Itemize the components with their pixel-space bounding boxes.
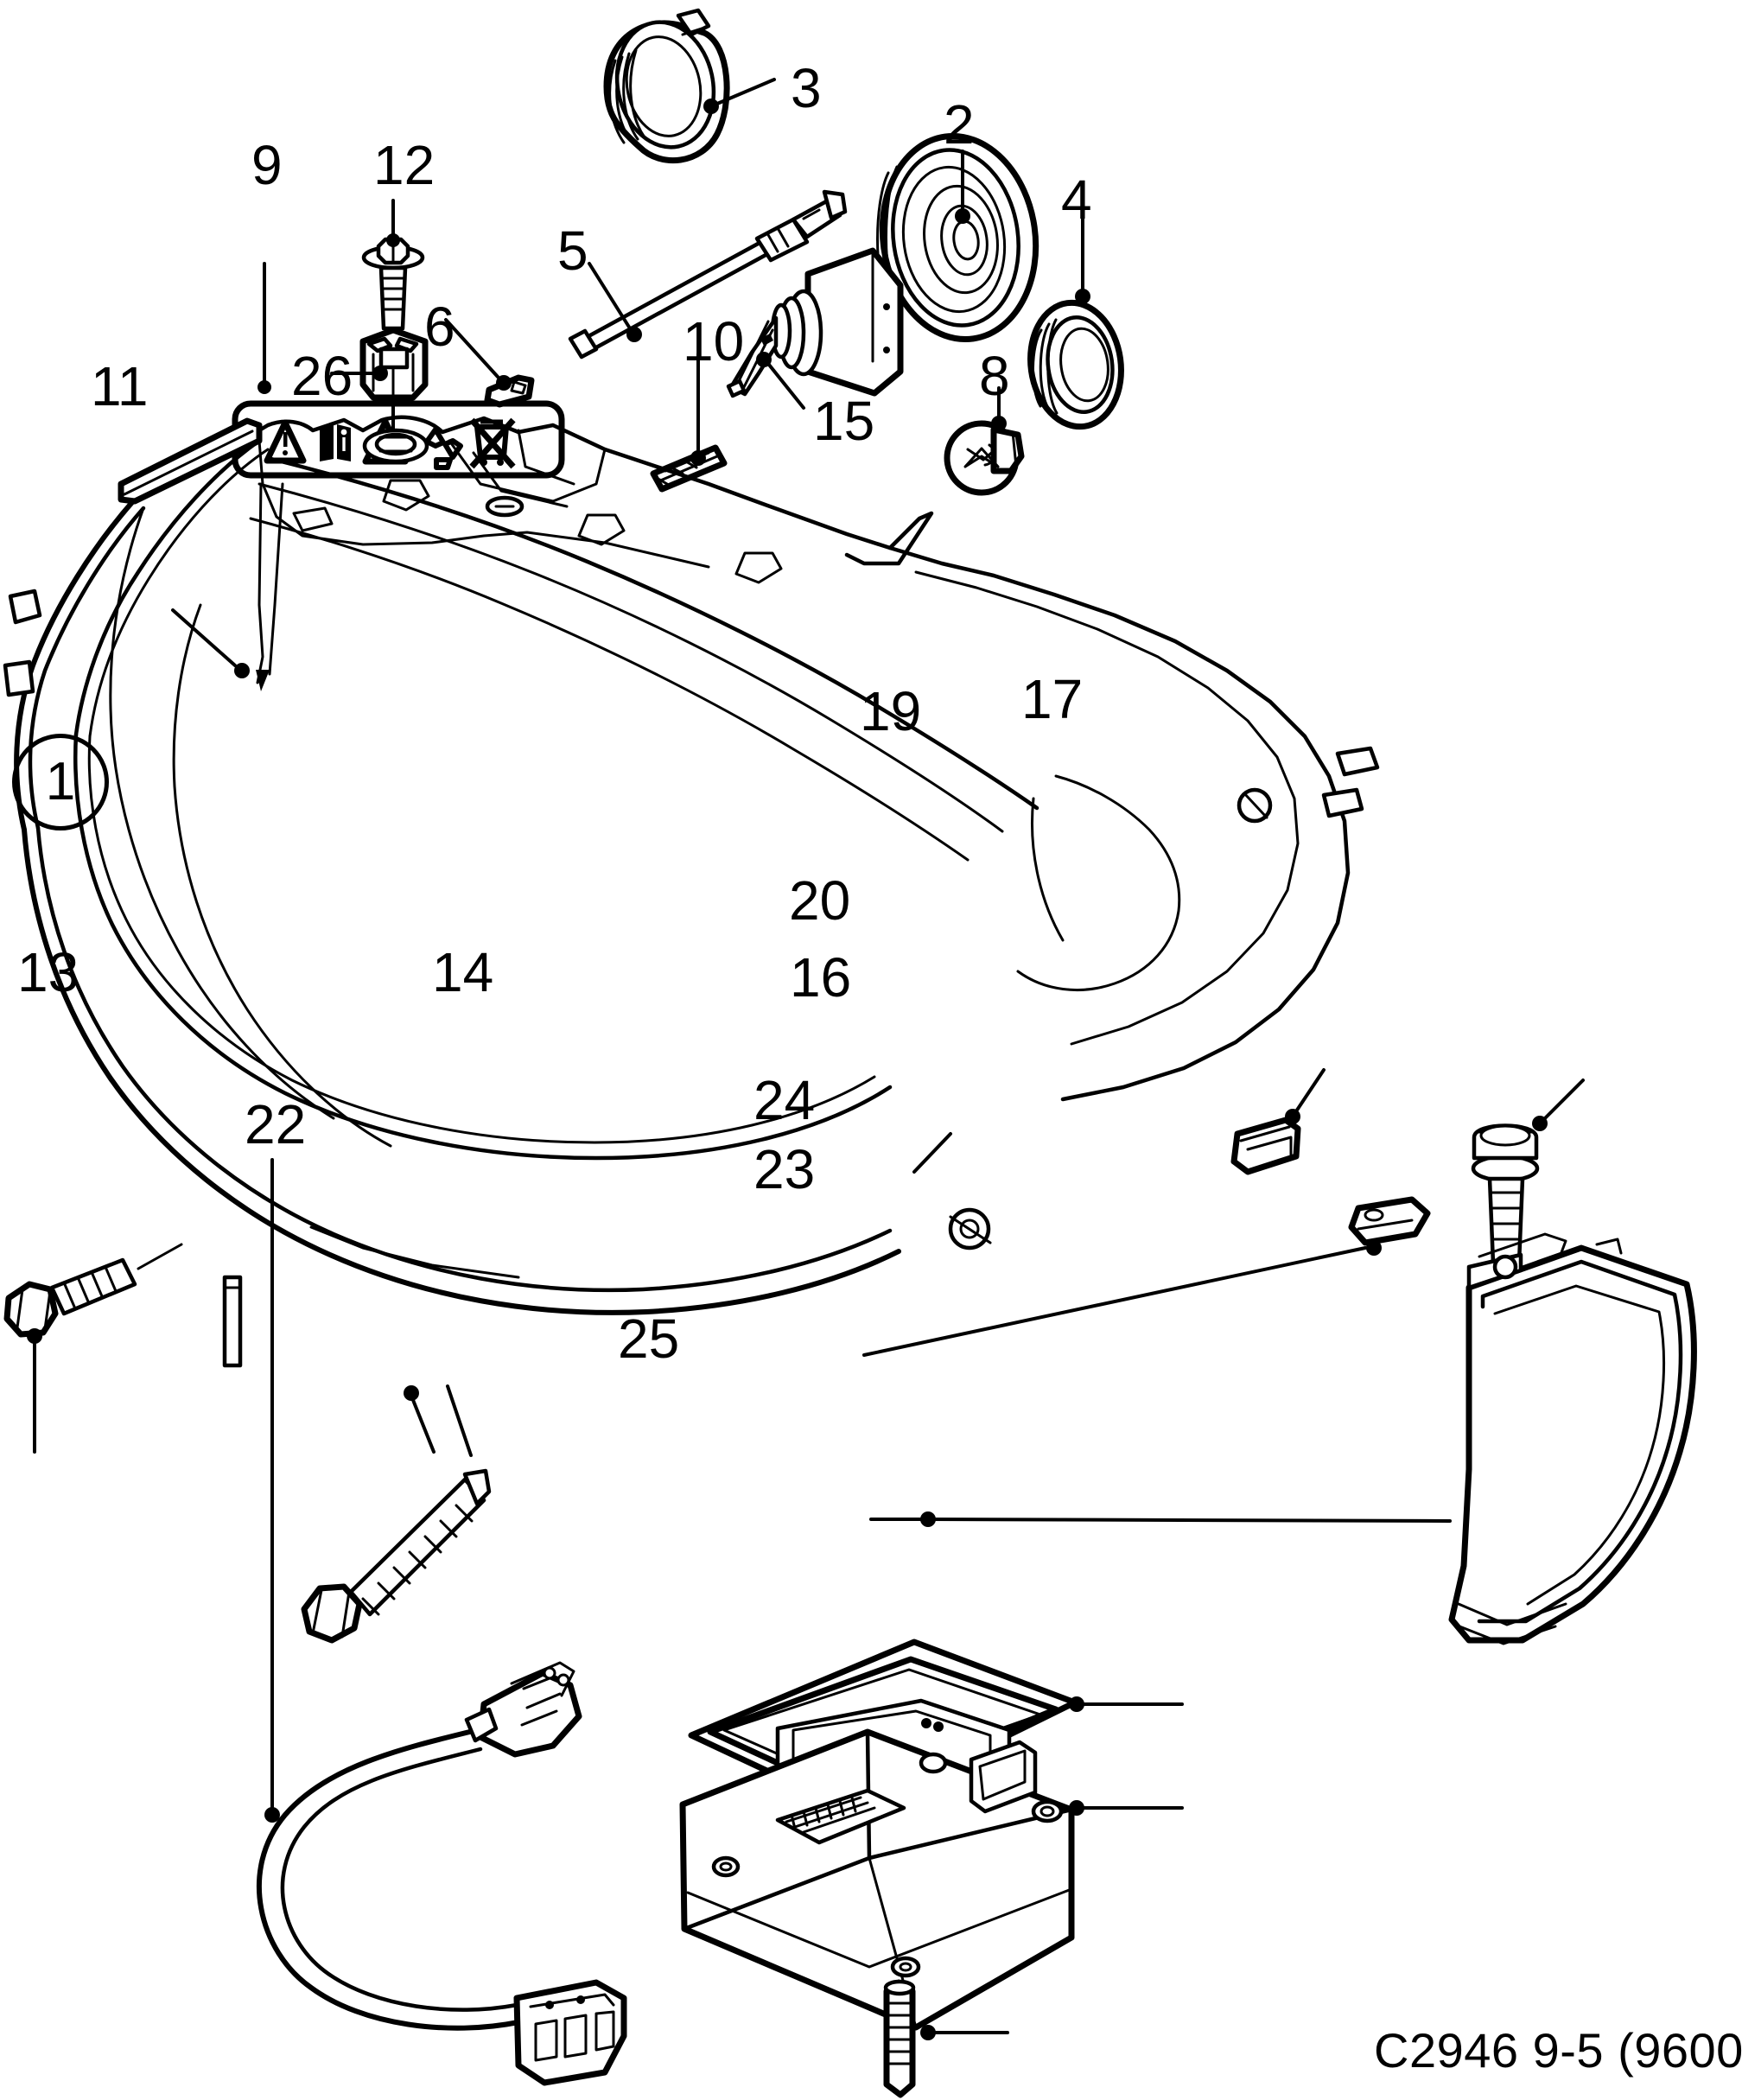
sealing-ring-tab-graphic bbox=[603, 8, 730, 164]
callout-16[interactable]: 16 bbox=[790, 946, 852, 1009]
callout-5[interactable]: 5 bbox=[557, 220, 588, 282]
callout-8[interactable]: 8 bbox=[979, 345, 1010, 407]
headlamp-assembly-graphic bbox=[3, 415, 1380, 1368]
callout-26[interactable]: 26 bbox=[291, 345, 353, 407]
wiring-harness-lead-graphic bbox=[256, 1661, 627, 2086]
clip-grommet-lower-graphic bbox=[1348, 1196, 1431, 1246]
recycling-loop-icon bbox=[424, 427, 463, 470]
hex-bolt-short-graphic bbox=[3, 1257, 137, 1338]
callout-2[interactable]: 2 bbox=[944, 93, 975, 156]
callout-11[interactable]: 11 bbox=[91, 355, 149, 417]
adjuster-rod-graphic bbox=[568, 189, 848, 360]
bayonet-bulb-graphic bbox=[944, 420, 1025, 496]
ballast-mounting-screw-graphic bbox=[883, 1979, 916, 2098]
callout-10[interactable]: 10 bbox=[683, 310, 745, 372]
callout-6[interactable]: 6 bbox=[424, 296, 455, 358]
callout-20[interactable]: 20 bbox=[789, 869, 851, 932]
trim-screw-graphic bbox=[1471, 1123, 1540, 1266]
callout-14[interactable]: 14 bbox=[432, 941, 494, 1003]
hex-bolt-long-graphic bbox=[301, 1468, 492, 1644]
callout-3[interactable]: 3 bbox=[791, 57, 822, 119]
mounting-boss bbox=[362, 428, 429, 464]
callout-4[interactable]: 4 bbox=[1061, 169, 1092, 231]
lower-right-boss bbox=[948, 1207, 992, 1250]
xenon-bulb-d2s-graphic bbox=[726, 247, 904, 398]
callout-24[interactable]: 24 bbox=[753, 1069, 816, 1131]
cover-ring-small-graphic bbox=[1027, 299, 1124, 430]
trim-bezel-panel-graphic bbox=[1448, 1232, 1697, 1645]
mounting-boss-right bbox=[485, 495, 525, 518]
callout-17[interactable]: 17 bbox=[1021, 668, 1084, 730]
diagram-caption: C2946 9-5 (9600) bbox=[1374, 2023, 1742, 2078]
cover-cap-large-graphic bbox=[876, 133, 1039, 342]
locating-pin bbox=[222, 1275, 243, 1368]
callout-22[interactable]: 22 bbox=[245, 1093, 307, 1155]
clip-grommet-upper-graphic bbox=[1230, 1117, 1301, 1175]
callout-9[interactable]: 9 bbox=[251, 134, 283, 196]
ballast-control-unit-graphic bbox=[679, 1698, 1075, 2031]
bushing-spacer-graphic bbox=[359, 327, 429, 401]
flanged-hex-screw-graphic bbox=[361, 237, 425, 331]
callout-12[interactable]: 12 bbox=[373, 134, 436, 196]
callout-1[interactable]: 1 bbox=[12, 734, 109, 830]
read-manual-book-icon bbox=[320, 424, 351, 461]
callout-19[interactable]: 19 bbox=[860, 680, 922, 742]
callout-25[interactable]: 25 bbox=[618, 1308, 680, 1370]
callout-13[interactable]: 13 bbox=[17, 941, 79, 1003]
callout-23[interactable]: 23 bbox=[753, 1138, 816, 1200]
callout-15[interactable]: 15 bbox=[813, 390, 875, 452]
retaining-clip-flat-graphic bbox=[484, 374, 535, 408]
